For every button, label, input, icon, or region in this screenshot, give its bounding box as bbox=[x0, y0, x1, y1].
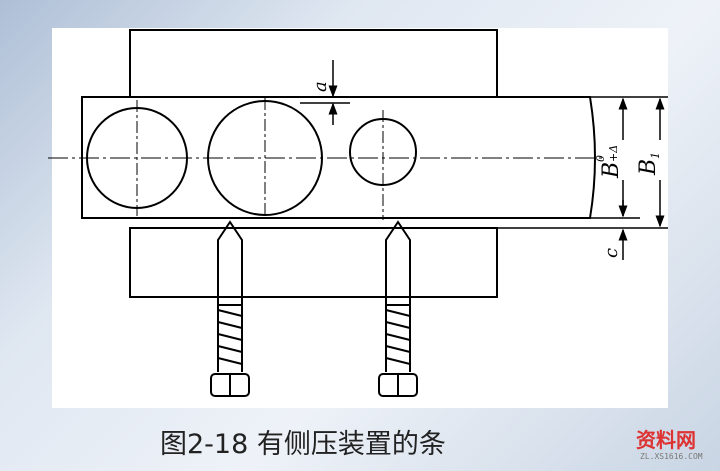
side-press-screw-2 bbox=[378, 220, 418, 397]
label-a: a bbox=[310, 81, 331, 92]
label-c: c bbox=[601, 248, 622, 258]
dimension-a bbox=[300, 60, 350, 125]
label-b-sub: +Δ bbox=[607, 145, 620, 162]
label-b1: B bbox=[636, 159, 661, 176]
label-b: B bbox=[599, 162, 624, 179]
figure-caption: 图2-18 有侧压装置的条 bbox=[160, 429, 446, 460]
label-b-sup: 0 bbox=[594, 155, 607, 162]
label-b1-sub: 1 bbox=[649, 152, 662, 159]
lower-guide-block bbox=[129, 227, 498, 298]
watermark-url: ZL.XS1616.COM bbox=[640, 452, 703, 461]
watermark-logo: 资料网 bbox=[636, 428, 696, 452]
side-press-screw-1 bbox=[210, 220, 250, 397]
